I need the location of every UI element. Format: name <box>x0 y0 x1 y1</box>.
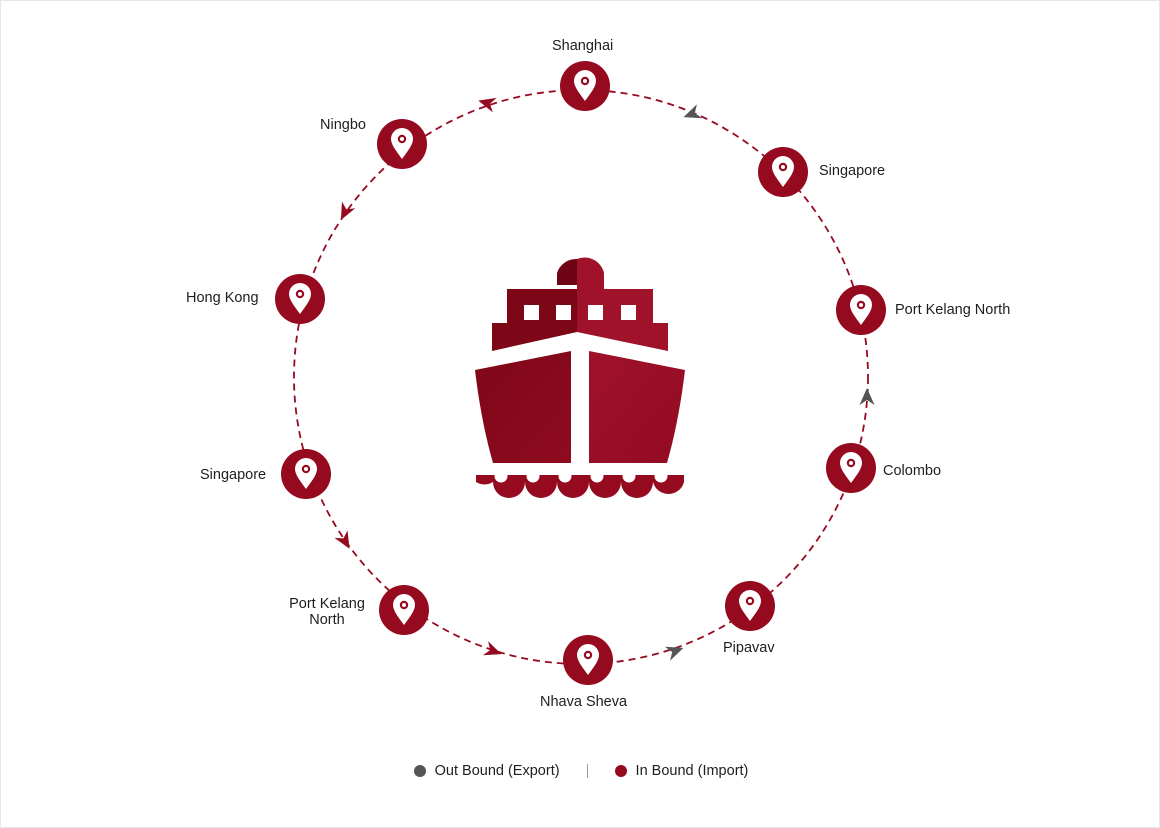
port-marker-colombo <box>826 443 876 493</box>
location-pin-icon <box>850 294 872 325</box>
legend-item-export: Out Bound (Export) <box>413 763 560 779</box>
legend-label-export: Out Bound (Export) <box>434 763 560 779</box>
location-pin-icon <box>289 283 311 314</box>
export-direction-arrow-icon <box>859 388 875 405</box>
legend-item-import: In Bound (Import) <box>614 763 749 779</box>
location-pin-icon <box>772 156 794 187</box>
location-pin-icon <box>393 594 415 625</box>
location-pin-icon <box>577 644 599 675</box>
export-direction-arrow-icon <box>683 104 703 119</box>
port-label-port-kelang-north: Port Kelang North <box>895 302 1011 318</box>
port-label-colombo: Colombo <box>883 463 942 479</box>
location-pin-icon <box>739 590 761 621</box>
import-direction-arrow-icon <box>482 641 502 656</box>
import-direction-arrow-icon <box>334 530 350 549</box>
port-marker-hong-kong <box>275 274 325 324</box>
export-direction-arrow-icon <box>664 646 684 661</box>
legend: Out Bound (Export) In Bound (Import) <box>1 763 1159 779</box>
import-direction-arrow-icon <box>478 97 497 113</box>
legend-swatch-export <box>413 765 426 777</box>
port-marker-port-kelang-north-east <box>836 285 886 335</box>
legend-label-import: In Bound (Import) <box>635 763 749 779</box>
import-direction-arrow-icon <box>340 201 356 221</box>
port-label-singapore: Singapore <box>200 467 267 483</box>
port-marker-pipavav <box>725 581 775 631</box>
cargo-ship-icon <box>475 257 685 498</box>
port-marker-shanghai <box>560 61 610 111</box>
port-marker-port-kelang-north-west <box>379 585 429 635</box>
location-pin-icon <box>840 452 862 483</box>
location-pin-icon <box>574 70 596 101</box>
port-marker-singapore-west <box>281 449 331 499</box>
port-label-shanghai: Shanghai <box>552 38 614 54</box>
location-pin-icon <box>391 128 413 159</box>
legend-swatch-import <box>614 765 627 777</box>
port-label-hong-kong: Hong Kong <box>186 290 259 306</box>
port-label-nhava-sheva: Nhava Sheva <box>540 694 628 710</box>
port-label-port-kelang-north: Port Kelang North <box>289 596 365 628</box>
port-label-pipavav: Pipavav <box>723 640 775 656</box>
port-marker-singapore-east <box>758 147 808 197</box>
port-label-singapore: Singapore <box>819 163 886 179</box>
port-marker-ningbo <box>377 119 427 169</box>
location-pin-icon <box>295 458 317 489</box>
port-label-ningbo: Ningbo <box>320 117 366 133</box>
legend-divider <box>586 764 588 778</box>
port-marker-nhava-sheva <box>563 635 613 685</box>
